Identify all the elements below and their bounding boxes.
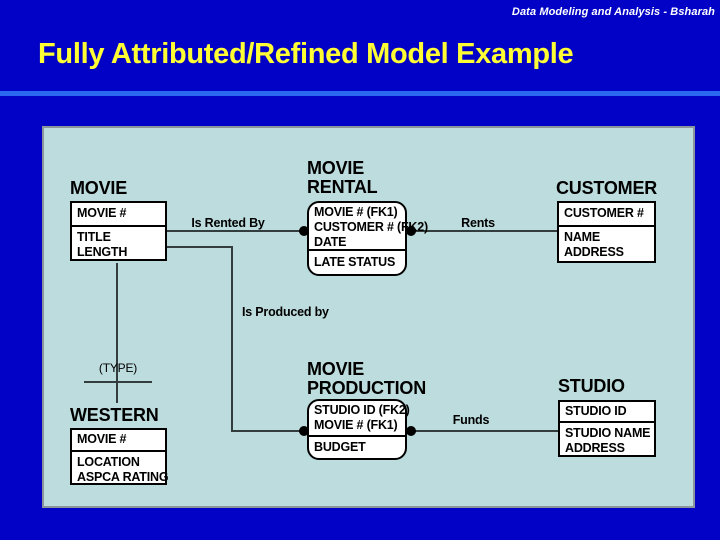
subtype-label-type: (TYPE): [98, 361, 138, 375]
attribute: STUDIO NAME: [565, 426, 651, 440]
key-attribute: CUSTOMER #: [564, 206, 644, 220]
entity-movie-production-box: STUDIO ID (FK2) MOVIE # (FK1) BUDGET: [307, 399, 410, 460]
attribute: BUDGET: [314, 440, 366, 454]
entity-movie-rental-attributes: LATE STATUS: [309, 249, 405, 274]
key-attribute: STUDIO ID: [565, 404, 627, 418]
entity-customer-box: CUSTOMER # NAME ADDRESS: [557, 201, 656, 263]
entity-studio-box: STUDIO ID STUDIO NAME ADDRESS: [558, 400, 656, 457]
entity-movie-box: MOVIE # TITLE LENGTH: [70, 201, 167, 261]
entity-studio-attributes: STUDIO NAME ADDRESS: [560, 421, 654, 455]
cardinality-dot-production-left: [299, 426, 309, 436]
entity-movie-rental-keys: MOVIE # (FK1) CUSTOMER # (FK2) DATE: [309, 203, 428, 249]
subtype-underline: [84, 381, 152, 383]
accent-divider: [0, 91, 720, 96]
relationship-label-funds: Funds: [452, 413, 490, 427]
connector-is-produced-by-v: [231, 246, 233, 432]
connector-funds: [411, 430, 558, 432]
attribute: NAME: [564, 230, 601, 244]
entity-western-box: MOVIE # LOCATION ASPCA RATING: [70, 428, 169, 485]
key-attribute: STUDIO ID (FK2): [314, 403, 410, 417]
connector-subtype-v: [116, 263, 118, 403]
entity-western-attributes: LOCATION ASPCA RATING: [72, 450, 169, 484]
attribute: ADDRESS: [564, 245, 624, 259]
key-attribute: MOVIE #: [77, 432, 127, 446]
entity-movie-keys: MOVIE #: [72, 203, 165, 225]
entity-movie-rental-label: MOVIE RENTAL: [307, 158, 378, 197]
key-attribute: DATE: [314, 235, 347, 249]
entity-movie-production-attributes: BUDGET: [309, 435, 405, 458]
attribute: TITLE: [77, 230, 111, 244]
key-attribute: MOVIE #: [77, 206, 127, 220]
entity-customer-keys: CUSTOMER #: [559, 203, 654, 225]
attribute: LATE STATUS: [314, 255, 396, 269]
entity-movie-production-label: MOVIE PRODUCTION: [307, 359, 426, 398]
connector-is-produced-by-h2: [231, 430, 304, 432]
entity-movie-production-keys: STUDIO ID (FK2) MOVIE # (FK1): [309, 401, 410, 435]
course-credit: Data Modeling and Analysis - Bsharah: [511, 6, 715, 18]
entity-studio-label: STUDIO: [558, 376, 625, 396]
cardinality-dot-production-right: [406, 426, 416, 436]
entity-studio-keys: STUDIO ID: [560, 402, 654, 421]
attribute: LENGTH: [77, 245, 128, 259]
attribute: ADDRESS: [565, 441, 625, 455]
connector-is-produced-by-h1: [167, 246, 233, 248]
cardinality-dot-rental-right: [406, 226, 416, 236]
attribute: ASPCA RATING: [77, 470, 169, 484]
relationship-label-is-rented-by: Is Rented By: [191, 216, 265, 230]
key-attribute: MOVIE # (FK1): [314, 418, 398, 432]
connector-is-rented-by: [167, 230, 304, 232]
entity-customer-attributes: NAME ADDRESS: [559, 225, 654, 261]
entity-movie-rental-box: MOVIE # (FK1) CUSTOMER # (FK2) DATE LATE…: [307, 201, 428, 276]
key-attribute: CUSTOMER # (FK2): [314, 220, 428, 234]
entity-western-keys: MOVIE #: [72, 430, 165, 450]
entity-western-label: WESTERN: [70, 405, 159, 425]
cardinality-dot-rental-left: [299, 226, 309, 236]
key-attribute: MOVIE # (FK1): [314, 205, 398, 219]
entity-movie-label: MOVIE: [70, 178, 128, 198]
entity-customer-label: CUSTOMER: [556, 178, 658, 198]
connector-rents: [411, 230, 557, 232]
relationship-label-is-produced-by: Is Produced by: [242, 305, 329, 319]
entity-movie-attributes: TITLE LENGTH: [72, 225, 165, 259]
slide-title: Fully Attributed/Refined Model Example: [38, 38, 574, 70]
relationship-label-rents: Rents: [461, 216, 495, 230]
attribute: LOCATION: [77, 455, 140, 469]
